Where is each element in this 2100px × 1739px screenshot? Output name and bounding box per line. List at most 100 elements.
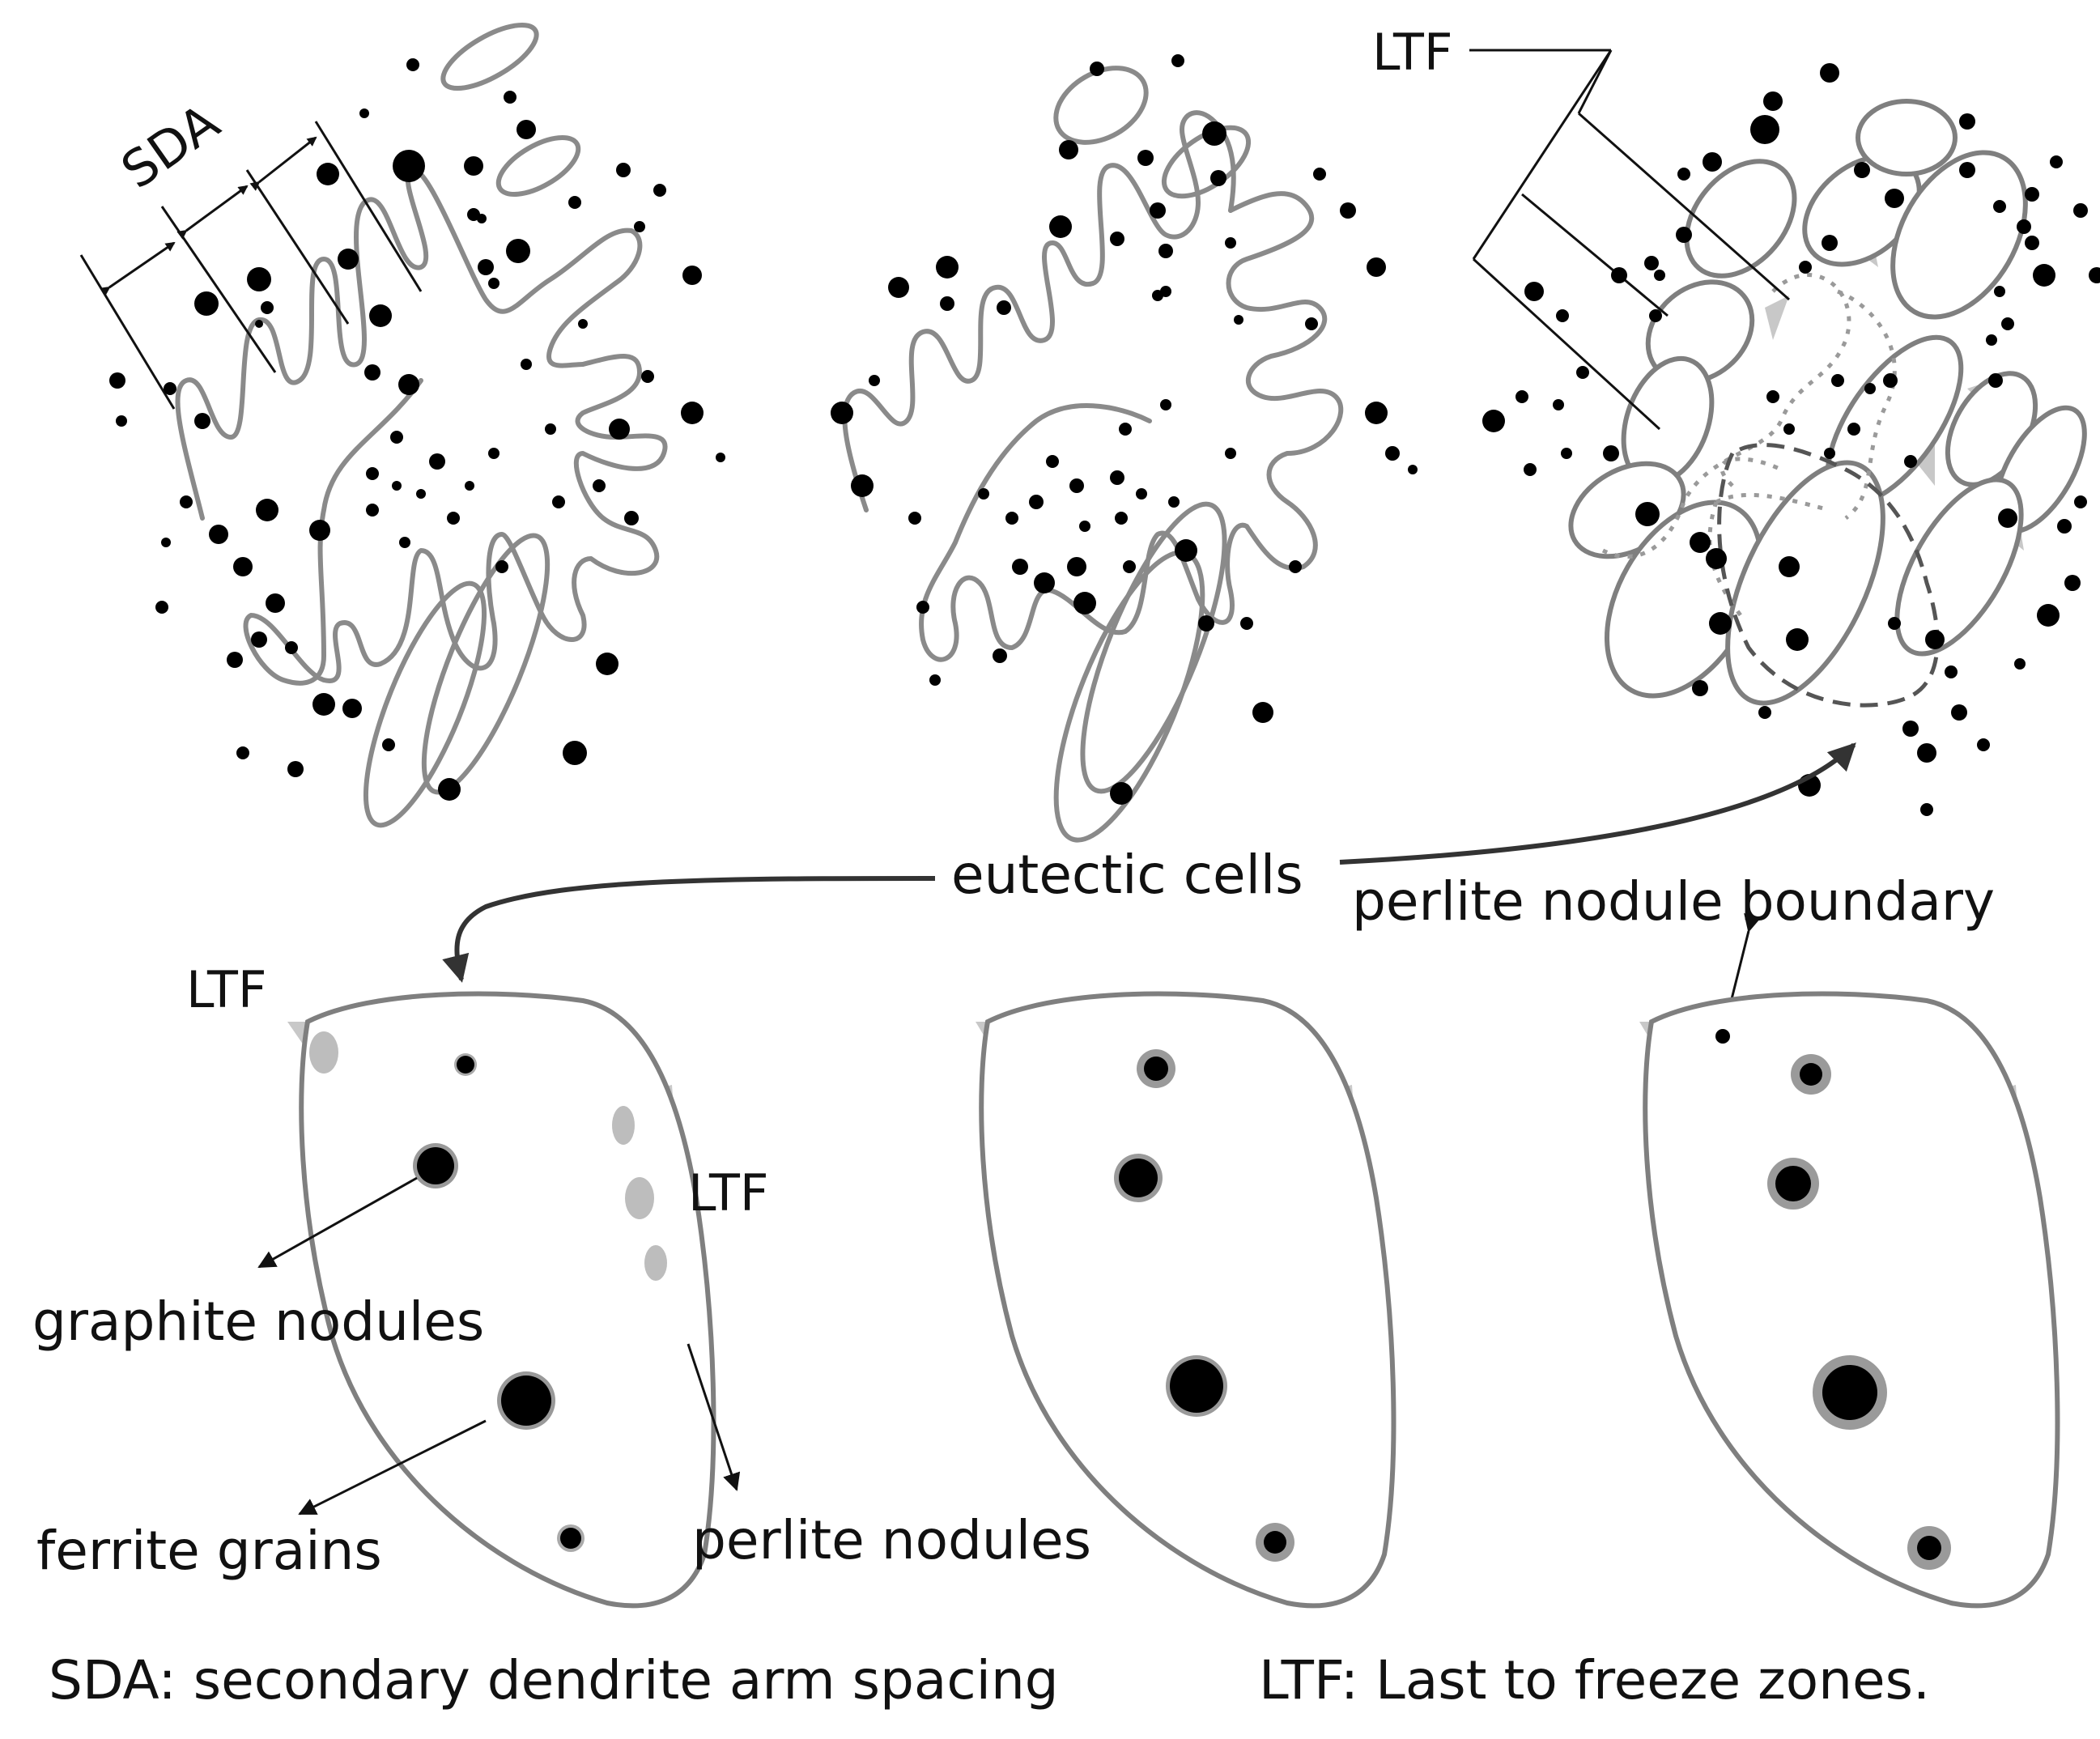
graphite-dot [1289, 560, 1302, 573]
graphite-nodule [1917, 1536, 1941, 1560]
dendrite-panel-3: LTF [1372, 23, 2087, 708]
graphite-dot [504, 91, 516, 104]
graphite-dot [1920, 803, 1933, 816]
graphite-dot [209, 525, 228, 544]
eutectic-cell-2 [976, 991, 1396, 1609]
graphite-dot [1902, 721, 1919, 737]
graphite-dot [2014, 658, 2026, 670]
graphite-dot [2089, 267, 2100, 283]
graphite-dot [506, 239, 530, 263]
graphite-dot [1152, 290, 1163, 301]
graphite-dot [1524, 282, 1544, 301]
arm-ellipse [1080, 501, 1227, 794]
graphite-dot [831, 402, 853, 424]
graphite-dot [1820, 63, 1839, 83]
graphite-dot [1986, 334, 1997, 346]
graphite-dot [399, 537, 410, 548]
perlite-arrow [687, 1343, 741, 1491]
graphite-dot [194, 291, 219, 316]
dotted-boundary [1720, 457, 1783, 487]
graphite-dot [1904, 455, 1917, 468]
graphite-dot [1160, 399, 1171, 410]
sda-tick [245, 169, 350, 325]
graphite-nodules-label: graphite nodules [32, 1290, 484, 1353]
graphite-dot [1079, 521, 1090, 532]
sda-arrow [176, 185, 249, 240]
ltf-blobs [309, 1031, 667, 1281]
graphite-dot [1611, 267, 1627, 283]
dotted-boundary [1715, 492, 1830, 512]
graphite-nodule [417, 1147, 454, 1184]
graphite-dot [929, 674, 941, 686]
graphite-dot [1069, 478, 1084, 493]
graphite-dot [309, 520, 330, 541]
graphite-nodule [1775, 1166, 1811, 1201]
dotted-boundary [1837, 289, 1897, 520]
graphite-dot [464, 156, 483, 176]
graphite-dot [1158, 244, 1173, 258]
graphite-dot [390, 431, 403, 444]
graphite-dot [1706, 548, 1727, 569]
graphite-dot [488, 448, 499, 459]
graphite-dot [1709, 612, 1732, 635]
graphite-dot [641, 370, 654, 383]
graphite-dot [1888, 617, 1901, 630]
graphite-dot [164, 382, 176, 395]
graphite-dot [1059, 140, 1078, 159]
arm-ellipse [1053, 66, 1149, 145]
graphite-nodule [560, 1528, 581, 1549]
graphite-dot [616, 163, 631, 177]
graphite-dot [1703, 152, 1722, 172]
graphite-dot [1883, 373, 1898, 388]
graphite-dot [1073, 592, 1096, 614]
eutectic-arrow-right [1339, 742, 1856, 865]
graphite-dot [2025, 236, 2039, 250]
graphite-dot [1171, 54, 1184, 67]
graphite-dot [1854, 162, 1870, 178]
graphite-dot [1210, 170, 1226, 186]
graphite-dot [1340, 202, 1356, 219]
graphite-dot [1766, 390, 1779, 403]
graphite-nodule [1800, 1063, 1822, 1086]
dendrite-panel-2 [842, 66, 1344, 843]
cell-outline [1643, 991, 2060, 1609]
graphite-dot [416, 489, 426, 499]
graphite-dot [285, 641, 298, 654]
graphite-dot [1779, 556, 1800, 577]
graphite-dot [1822, 235, 1838, 251]
graphite-dot [888, 277, 909, 298]
graphite-dot [978, 488, 989, 500]
graphite-dot [1067, 557, 1086, 576]
cell-outline [299, 991, 716, 1609]
graphite-dot [1385, 446, 1400, 461]
graphite-dot [2064, 575, 2081, 591]
graphite-dot [1556, 309, 1569, 322]
graphite-dot [1783, 423, 1795, 435]
graphite-dot [467, 208, 480, 221]
graphite-dot [1029, 495, 1044, 509]
graphite-nodule [1264, 1531, 1286, 1554]
eutectic-cells-label: eutectic cells [951, 844, 1303, 906]
graphite-dot [545, 423, 556, 435]
sda-measurement: SDA [79, 92, 423, 410]
graphite-dot [1692, 680, 1708, 696]
graphite-dot [1677, 168, 1690, 181]
graphite-dot [1202, 121, 1226, 146]
graphite-dot [429, 453, 445, 470]
graphite-dot [1240, 617, 1253, 630]
graphite-dot [1945, 665, 1958, 678]
graphite-dot [1049, 215, 1072, 238]
graphite-dot [716, 453, 725, 462]
graphite-dot [1847, 423, 1860, 436]
graphite-dot [578, 319, 588, 329]
eutectic-cell-dashed-outline [1717, 443, 1940, 708]
arm-ellipse [1053, 550, 1205, 843]
graphite-dot [1758, 706, 1771, 719]
graphite-dot [266, 593, 285, 613]
graphite-dot [552, 495, 565, 508]
graphite-dot [1137, 150, 1154, 166]
graphite-dot [869, 375, 880, 386]
graphite-dot [1959, 162, 1975, 178]
graphite-dot [287, 761, 304, 777]
